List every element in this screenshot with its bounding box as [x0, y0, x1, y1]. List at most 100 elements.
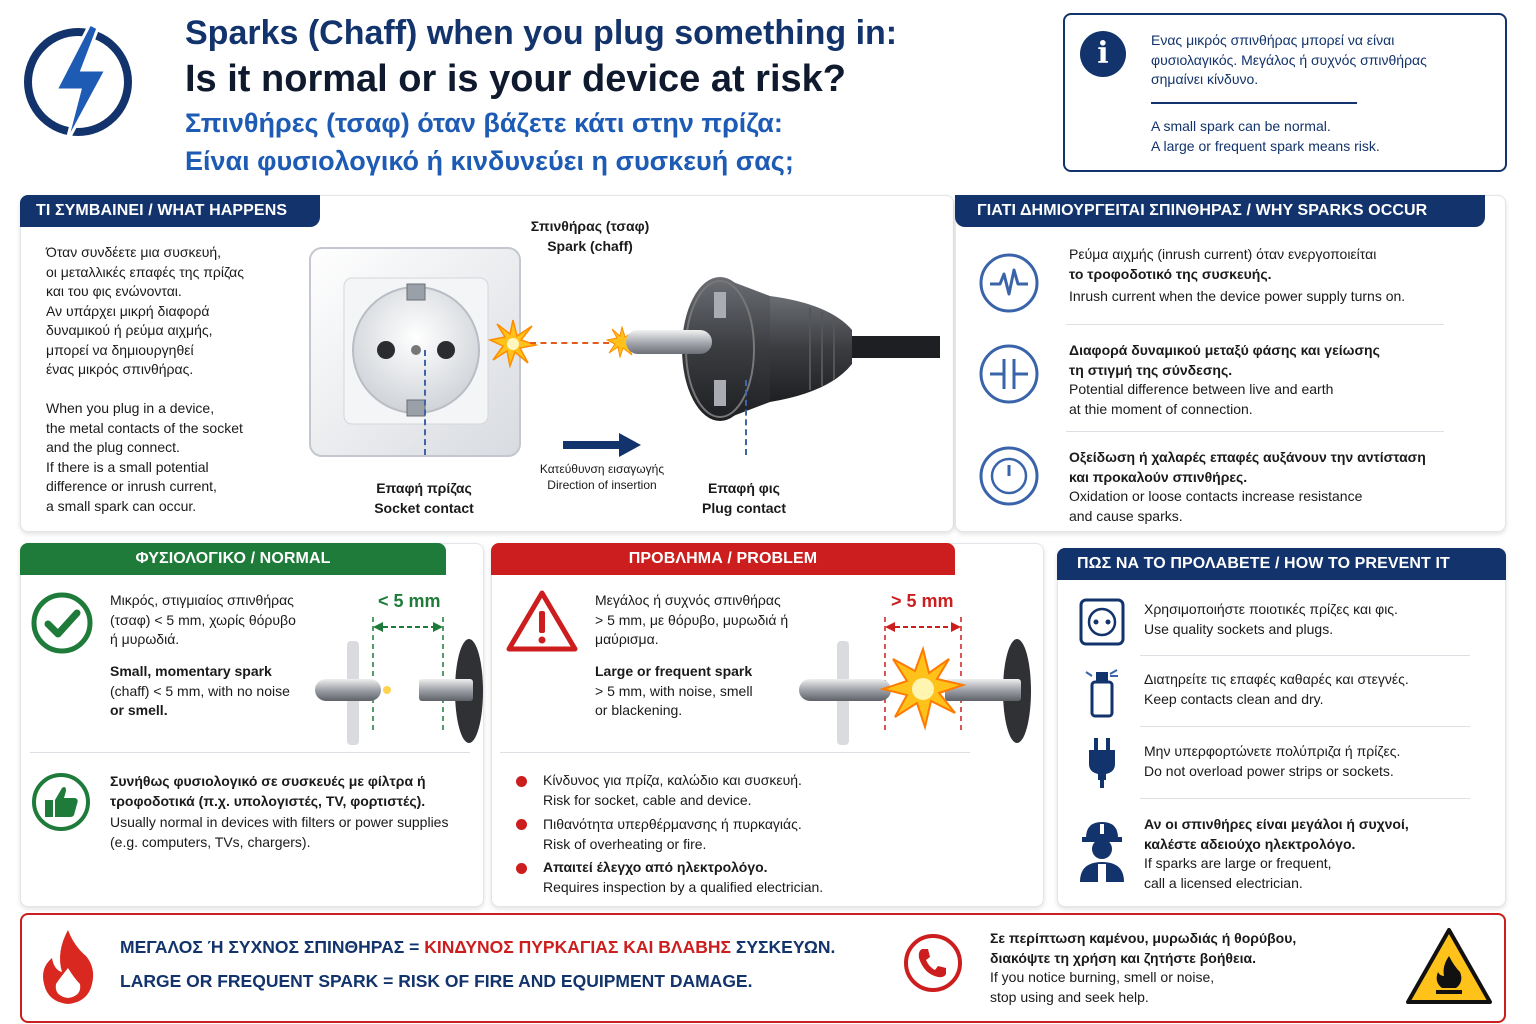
why-sparks-header: ΓΙΑΤΙ ΔΗΜΙΟΥΡΓΕΙΤΑΙ ΣΠΙΝΘΗΡΑΣ / WHY SPAR… [955, 195, 1485, 227]
wh-en-1: When you plug in a device, [46, 400, 215, 416]
prevent-2-en: Keep contacts clean and dry. [1144, 690, 1324, 707]
wh-en-5: difference or inrush current, [46, 478, 217, 494]
normal-gr-3: ή μυρωδιά. [110, 631, 180, 647]
normal-divider [30, 752, 470, 753]
why-divider-1 [1066, 324, 1444, 325]
plug-illustration [620, 274, 940, 424]
normal-gr-2: (τσαφ) < 5 mm, χωρίς θόρυβο [110, 611, 296, 628]
footer-help-en-b: stop using and seek help. [990, 988, 1149, 1005]
checkmark-icon [30, 591, 94, 655]
footer-help-en-a: If you notice burning, smell or noise, [990, 969, 1215, 985]
footer-help-gr-a: Σε περίπτωση καμένου, μυρωδιάς ή θορύβου… [990, 930, 1297, 946]
normal-header: ΦΥΣΙΟΛΟΓΙΚΟ / NORMAL [20, 543, 446, 575]
problem-divider [500, 752, 970, 753]
wh-gr-6: μπορεί να δημιουργηθεί [46, 341, 194, 358]
problem-gr-3: μαύρισμα. [595, 631, 659, 647]
why-sparks-panel [955, 195, 1506, 532]
plug-icon [1086, 736, 1118, 788]
normal-en-2: (chaff) < 5 mm, with no noise [110, 682, 290, 699]
wh-en-4: If there is a small potential [46, 458, 209, 475]
socket-label-gr: Επαφή πρίζας [376, 480, 472, 496]
footer-gr-prefix: ΜΕΓΑΛΟΣ Ή ΣΥΧΝΟΣ ΣΠΙΝΘΗΡΑΣ = [120, 937, 425, 957]
prevent-divider-1 [1140, 655, 1470, 656]
prevent-1-gr: Χρησιμοποιήστε ποιοτικές πρίζες και φις. [1144, 601, 1398, 617]
problem-measure-label: > 5 mm [891, 591, 954, 611]
waveform-icon [978, 252, 1040, 314]
what-happens-header: ΤΙ ΣΥΜΒΑΙΝΕΙ / WHAT HAPPENS [20, 195, 320, 227]
spark-label-gr: Σπινθήρας (τσαφ) [530, 218, 650, 234]
wh-en-2: the metal contacts of the socket [46, 419, 243, 436]
spark-dash-line [530, 342, 630, 344]
phone-icon [902, 932, 964, 994]
footer-gr-red: ΚΙΝΔΥΝΟΣ ΠΥΡΚΑΓΙΑΣ ΚΑΙ ΒΛΑΒΗΣ [424, 937, 731, 957]
prevent-4-en-b: call a licensed electrician. [1144, 874, 1303, 891]
direction-label-en: Direction of insertion [547, 478, 657, 492]
problem-header: ΠΡΟΒΛΗΜΑ / PROBLEM [491, 543, 955, 575]
why-2-gr-a: Διαφορά δυναμικού μεταξύ φάσης και γείωσ… [1069, 342, 1380, 358]
plug-pointer-line [745, 380, 747, 455]
thumbs-up-icon [30, 771, 92, 833]
warning-triangle-icon [505, 589, 579, 653]
problem-en-1: Large or frequent spark [595, 663, 753, 679]
problem-bullet-2-gr: Πιθανότητα υπερθέρμανσης ή πυρκαγιάς. [543, 816, 802, 832]
normal-panel [20, 543, 484, 907]
wh-gr-7: ένας μικρός σπινθήρας. [46, 361, 194, 377]
why-3-en-a: Oxidation or loose contacts increase res… [1069, 488, 1363, 504]
prevent-1-en: Use quality sockets and plugs. [1144, 620, 1334, 637]
why-2-en-a: Potential difference between live and ea… [1069, 381, 1334, 397]
normal-spark-illustration [305, 613, 485, 745]
spray-bottle-icon [1084, 666, 1120, 718]
info-gr-line3: σημαίνει κίνδυνο. [1151, 71, 1259, 87]
normal-note-en-1: Usually normal in devices with filters o… [110, 814, 449, 830]
capacitor-icon [978, 343, 1040, 405]
what-happens-gr-text: Όταν συνδέετε μια συσκευή, οι μεταλλικές… [46, 243, 244, 380]
socket-pointer-line [424, 350, 426, 455]
flammable-warning-icon [1404, 926, 1494, 1006]
problem-gr-2: > 5 mm, με θόρυβο, μυρωδιά ή [595, 611, 789, 628]
wh-gr-5: δυναμικού ή ρεύμα αιχμής, [46, 322, 213, 338]
problem-bullet-2 [516, 819, 527, 830]
why-2-gr-b: τη στιγμή της σύνδεσης. [1069, 361, 1233, 378]
problem-panel [491, 543, 1044, 907]
prevent-4-en-a: If sparks are large or frequent, [1144, 855, 1332, 871]
why-3-en-b: and cause sparks. [1069, 507, 1183, 524]
footer-help-gr-b: διακόψτε τη χρήση και ζητήστε βοήθεια. [990, 949, 1256, 966]
why-3-gr-a: Οξείδωση ή χαλαρές επαφές αυξάνουν την α… [1069, 449, 1426, 465]
spark-icon [487, 318, 539, 369]
footer-english-warning: LARGE OR FREQUENT SPARK = RISK OF FIRE A… [120, 971, 753, 991]
prevent-header: ΠΩΣ ΝΑ ΤΟ ΠΡΟΛΑΒΕΤΕ / HOW TO PREVENT IT [1057, 548, 1506, 580]
page-title-line2: Is it normal or is your device at risk? [185, 58, 847, 100]
problem-en-3: or blackening. [595, 702, 683, 718]
page-title-greek-line2: Είναι φυσιολογικό ή κινδυνεύει η συσκευή… [185, 146, 794, 176]
wh-gr-1: Όταν συνδέετε μια συσκευή, [46, 244, 222, 260]
socket-label-en: Socket contact [374, 500, 474, 516]
problem-bullet-3-gr: Απαιτεί έλεγχο από ηλεκτρολόγο. [543, 859, 768, 875]
normal-measure-label: < 5 mm [378, 591, 441, 611]
prevent-4-gr-a: Αν οι σπινθήρες είναι μεγάλοι ή συχνοί, [1144, 816, 1409, 832]
why-2-en-b: at thie moment of connection. [1069, 400, 1253, 417]
plug-label-gr: Επαφή φις [708, 480, 780, 496]
footer-warning-banner [20, 913, 1506, 1023]
problem-bullet-3 [516, 863, 527, 874]
normal-en-1: Small, momentary spark [110, 663, 272, 679]
problem-spark-illustration [795, 613, 1035, 745]
wh-en-6: a small spark can occur. [46, 497, 197, 514]
prevent-divider-3 [1140, 798, 1470, 799]
wh-gr-3: και του φις ενώνονται. [46, 283, 182, 299]
prevent-3-gr: Μην υπερφορτώνετε πολύπριζα ή πρίζες. [1144, 743, 1401, 759]
footer-gr-suffix: ΣΥΣΚΕΥΩΝ. [730, 937, 836, 957]
insertion-arrow-icon [563, 433, 643, 457]
info-box: i Ενας μικρός σπινθήρας μπορεί να είναι … [1063, 13, 1507, 172]
normal-gr-1: Μικρός, στιγμιαίος σπινθήρας [110, 592, 294, 608]
problem-bullet-3-en: Requires inspection by a qualified elect… [543, 878, 824, 895]
why-3-gr-b: και προκαλούν σπινθήρες. [1069, 468, 1248, 485]
problem-bullet-2-en: Risk of overheating or fire. [543, 835, 707, 852]
problem-bullet-1 [516, 776, 527, 787]
electrician-icon [1076, 818, 1128, 882]
normal-note-gr-1: Συνήθως φυσιολογικό σε συσκευές με φίλτρ… [110, 773, 426, 789]
lightning-logo-icon [22, 20, 134, 146]
why-1-en-a: Inrush current when the device power sup… [1069, 288, 1406, 304]
problem-bullet-1-gr: Κίνδυνος για πρίζα, καλώδιο και συσκευή. [543, 772, 802, 788]
prevent-3-en: Do not overload power strips or sockets. [1144, 762, 1394, 779]
prevent-divider-2 [1140, 726, 1470, 727]
